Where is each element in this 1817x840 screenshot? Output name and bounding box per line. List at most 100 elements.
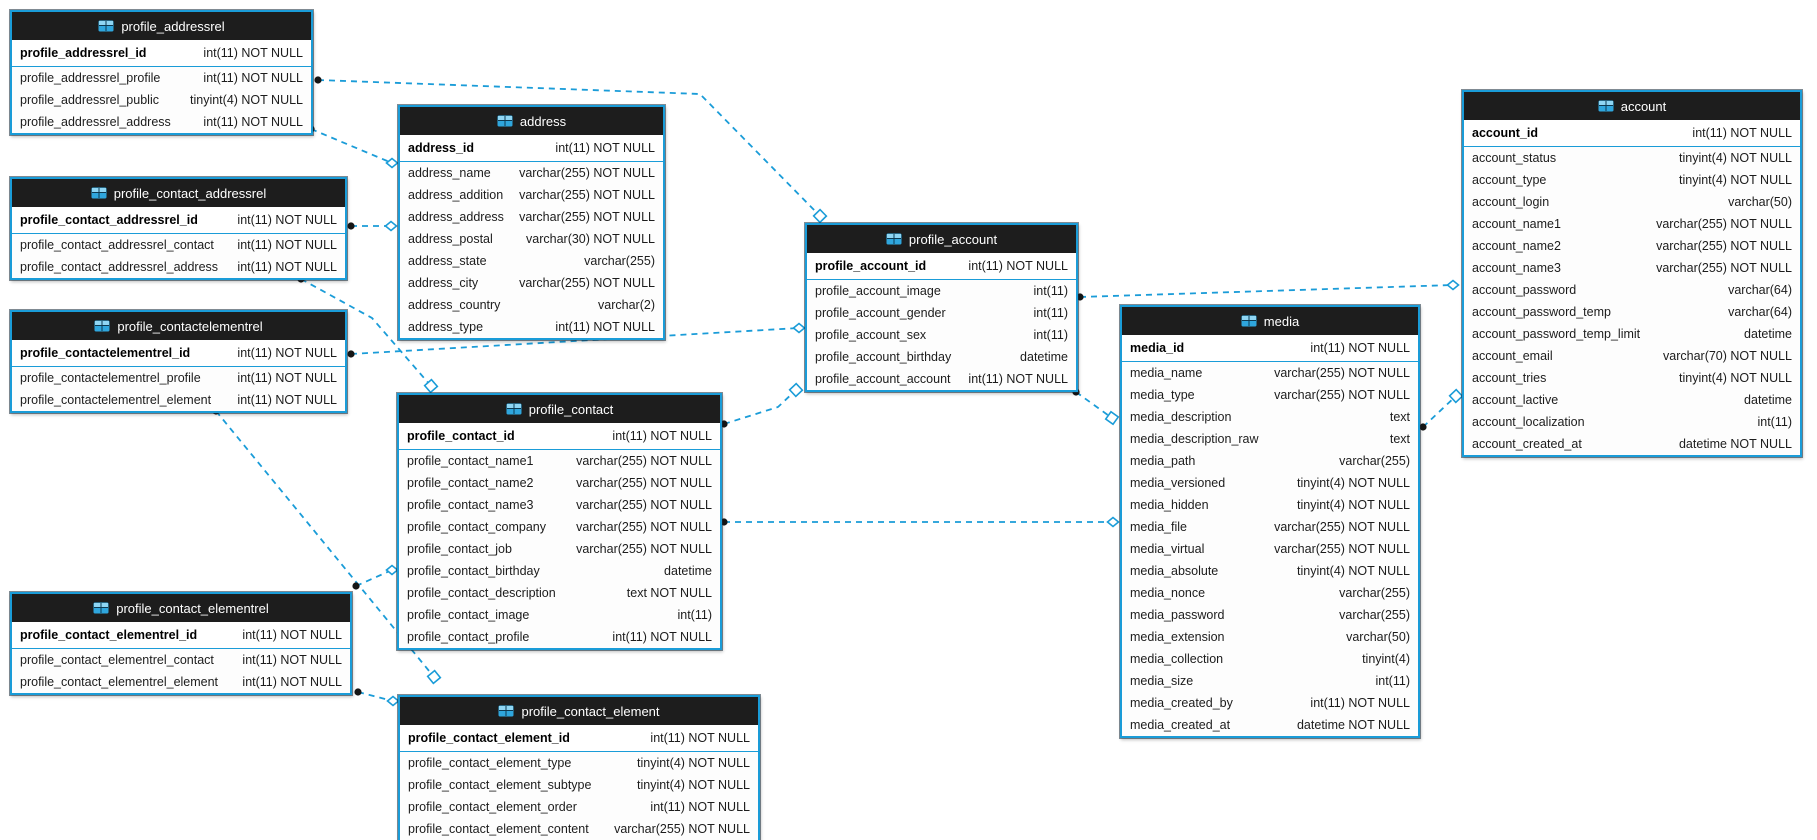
table-header[interactable]: profile_contact_elementrel [12, 594, 350, 622]
relationship-profile_addressrel-to-address[interactable] [310, 128, 393, 164]
relationship-profile_account-to-media[interactable] [1075, 391, 1113, 419]
table-header[interactable]: profile_contactelementrel [12, 312, 345, 340]
table-header[interactable]: profile_contact_addressrel [12, 179, 345, 207]
relationship-profile_contact-to-profile_account[interactable] [723, 389, 797, 425]
relationship-profile_account-to-account[interactable] [1079, 284, 1454, 298]
table-header[interactable]: media [1122, 307, 1418, 335]
relationship-profile_contact_addressrel-to-profile_contact[interactable] [300, 278, 432, 387]
relationship-profile_contactelementrel-to-profile_account[interactable] [350, 327, 800, 355]
relationship-profile_addressrel-to-profile_account[interactable] [317, 79, 821, 217]
table-header[interactable]: profile_addressrel [12, 12, 311, 40]
table-header[interactable]: profile_contact_element [400, 697, 758, 725]
table-header[interactable]: account [1464, 92, 1800, 120]
table-header[interactable]: profile_account [807, 225, 1076, 253]
table-header[interactable]: profile_contact [399, 395, 720, 423]
table-header[interactable]: address [400, 107, 663, 135]
relationship-media-to-account[interactable] [1422, 395, 1457, 428]
